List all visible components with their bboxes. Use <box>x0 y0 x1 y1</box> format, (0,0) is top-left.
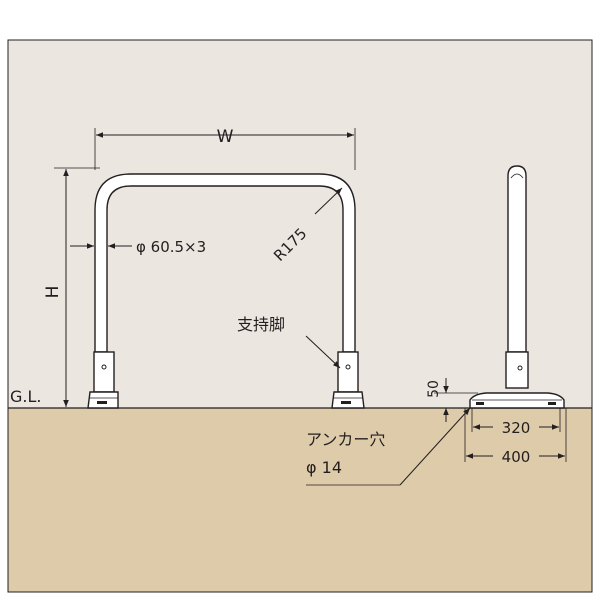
ground <box>8 408 592 592</box>
anchor-dia-label: φ 14 <box>306 458 342 477</box>
anchor-hole-callout: アンカー穴 φ 14 <box>306 407 471 486</box>
base-height-label: 50 <box>426 380 442 398</box>
frame-border <box>7 39 593 593</box>
base-height-dimension: 50 <box>426 378 478 422</box>
width-label: W <box>217 127 234 147</box>
anchor-pitch-dimension: 320 <box>471 408 561 437</box>
side-view-post <box>469 165 565 409</box>
pipe-spec-label: φ 60.5×3 <box>136 238 206 256</box>
height-dimension: H <box>43 167 100 407</box>
anchor-pitch-label: 320 <box>502 419 531 437</box>
anchor-hole-label: アンカー穴 <box>306 430 385 449</box>
ground-level-label: G.L. <box>10 387 41 406</box>
left-support-leg <box>87 351 119 409</box>
right-support-leg <box>331 351 365 409</box>
support-leg-label: 支持脚 <box>237 315 285 334</box>
support-leg-callout: 支持脚 <box>237 315 341 369</box>
base-width-dimension: 400 <box>464 408 567 466</box>
base-width-label: 400 <box>502 448 531 466</box>
height-label: H <box>43 286 63 299</box>
width-dimension: W <box>94 127 356 170</box>
pipe-diameter-dimension: φ 60.5×3 <box>70 238 206 256</box>
